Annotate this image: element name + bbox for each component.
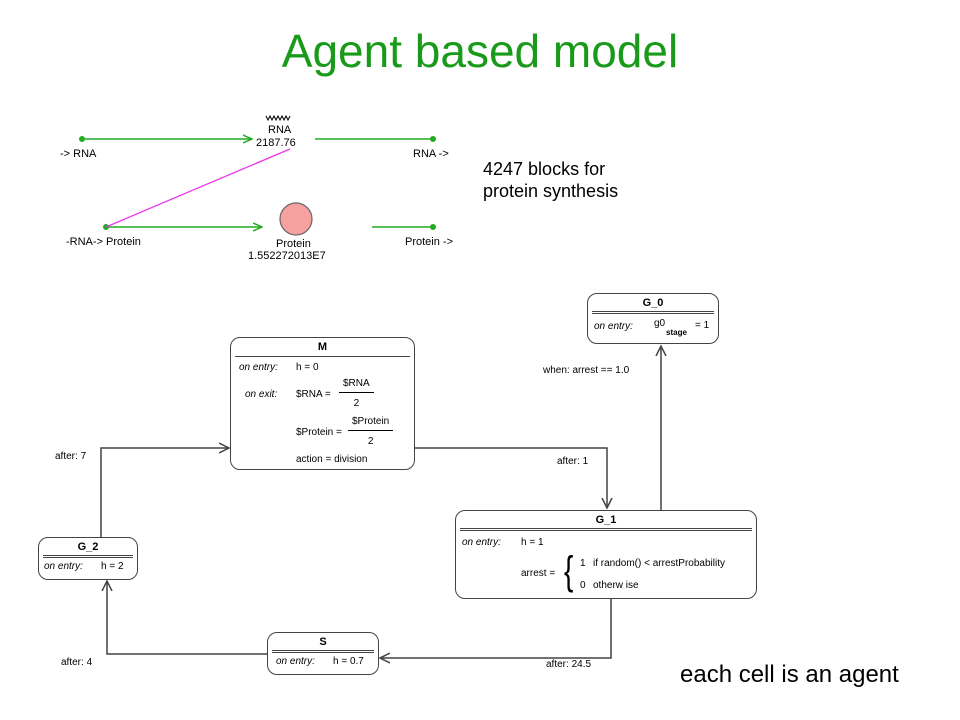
- state-g2[interactable]: G_2 on entry: h = 2: [38, 537, 138, 580]
- state-g0-entry-var: g0: [654, 318, 666, 329]
- state-g2-entry-expr: h = 2: [101, 561, 124, 572]
- rna-source-dot: [79, 136, 85, 142]
- state-g0-entry-sub: stage: [666, 328, 687, 337]
- rna-node-value: 2187.76: [256, 137, 296, 149]
- protein-node: [279, 202, 313, 236]
- note-agent: each cell is an agent: [680, 661, 899, 688]
- transition-label-s-g2: after: 4: [61, 657, 93, 668]
- state-m-exit-label: on exit:: [245, 389, 278, 400]
- edge-m-to-g1: [415, 447, 607, 508]
- state-m-rna-num: $RNA: [339, 378, 374, 393]
- state-m-divider: [235, 356, 410, 357]
- state-m-entry-expr: h = 0: [296, 362, 319, 373]
- state-g1-case2-val: 0: [580, 580, 586, 591]
- rna-sink-dot: [430, 136, 436, 142]
- state-g1-entry-expr: h = 1: [521, 537, 544, 548]
- state-m-action: action = division: [296, 454, 368, 465]
- rna-outflow-label: RNA ->: [413, 148, 449, 160]
- state-g0-title: G_0: [592, 294, 714, 312]
- rna-inflow-label: -> RNA: [60, 148, 97, 160]
- state-g0-entry-label: on entry:: [594, 321, 633, 332]
- state-g1[interactable]: G_1 on entry: h = 1 arrest = { 1 if rand…: [455, 510, 757, 599]
- rna-protein-link: [105, 148, 291, 228]
- protein-outflow-label: Protein ->: [405, 236, 453, 248]
- state-s-divider: [272, 652, 374, 653]
- state-m-title: M: [317, 341, 328, 353]
- state-g1-brace: {: [564, 549, 574, 593]
- rna-node-name: RNA: [268, 124, 292, 136]
- state-m-protein-den: 2: [367, 436, 374, 447]
- state-g1-case1-cond: if random() < arrestProbability: [593, 558, 725, 569]
- transition-label-m-g1: after: 1: [557, 456, 589, 467]
- protein-inflow-label: -RNA-> Protein: [66, 236, 141, 248]
- transition-label-g1-g0: when: arrest == 1.0: [543, 365, 630, 376]
- state-g1-title: G_1: [460, 511, 752, 529]
- state-m-protein-fraction: $Protein 2: [348, 416, 394, 447]
- state-g0-divider: [592, 313, 714, 314]
- transition-label-g2-m: after: 7: [55, 451, 87, 462]
- state-g1-case1-val: 1: [580, 558, 586, 569]
- state-g2-title: G_2: [43, 538, 133, 556]
- edge-g1-to-s: [380, 599, 612, 658]
- state-s-title: S: [272, 633, 374, 651]
- note-blocks-line-1: 4247 blocks for: [483, 159, 606, 179]
- protein-node-value: 1.552272013E7: [248, 250, 326, 262]
- page-title: Agent based model: [281, 25, 679, 77]
- state-s[interactable]: S on entry: h = 0.7: [267, 632, 379, 675]
- state-g0-entry-val: = 1: [695, 320, 710, 331]
- edge-s-to-g2: [107, 581, 267, 655]
- protein-sink-dot: [430, 224, 436, 230]
- rna-node-zigzag: [265, 114, 291, 122]
- transition-label-g1-s: after: 24.5: [546, 659, 592, 670]
- state-m-rna-fraction: $RNA 2: [339, 378, 374, 409]
- state-g2-divider: [43, 557, 133, 558]
- state-s-entry-label: on entry:: [276, 656, 315, 667]
- state-g1-entry-label: on entry:: [462, 537, 501, 548]
- state-m-entry-label: on entry:: [239, 362, 278, 373]
- note-blocks-line-2: protein synthesis: [483, 181, 619, 201]
- note-blocks: 4247 blocks for protein synthesis: [483, 158, 618, 202]
- edge-g2-to-m: [100, 448, 229, 537]
- state-g1-case2-cond: otherw ise: [593, 580, 639, 591]
- protein-node-name: Protein: [276, 238, 311, 250]
- state-m-rna-den: 2: [353, 398, 360, 409]
- state-s-entry-expr: h = 0.7: [333, 656, 364, 667]
- state-g1-divider: [460, 530, 752, 531]
- state-m-rna-lhs: $RNA =: [296, 389, 331, 400]
- state-m-protein-num: $Protein: [348, 416, 394, 431]
- state-g0[interactable]: G_0 on entry: g0 stage = 1: [587, 293, 719, 344]
- state-g1-arrest-lhs: arrest =: [521, 568, 556, 579]
- state-m-protein-lhs: $Protein =: [296, 427, 342, 438]
- state-m[interactable]: M on entry: h = 0 on exit: $RNA = $RNA 2…: [230, 337, 415, 470]
- state-g2-entry-label: on entry:: [44, 561, 83, 572]
